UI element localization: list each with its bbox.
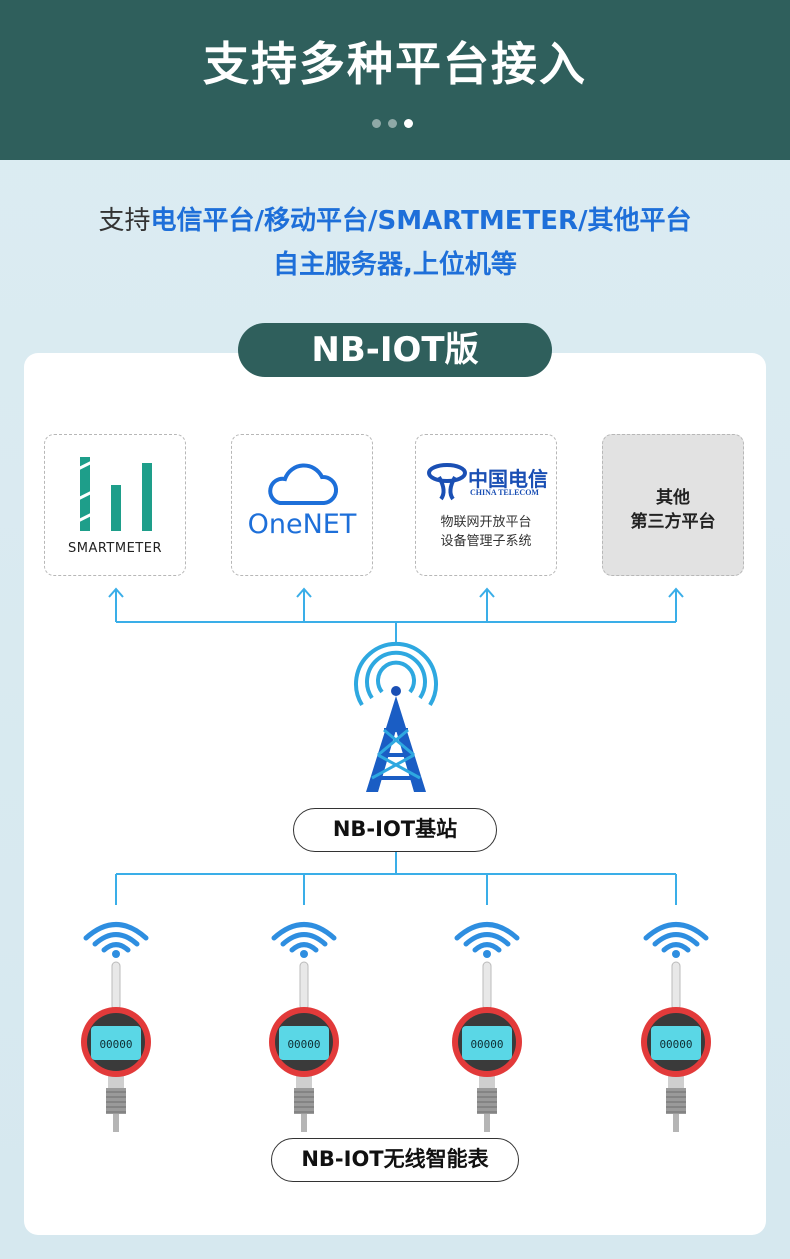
- china-telecom-desc-1: 物联网开放平台: [440, 515, 532, 530]
- cloud-icon: [268, 463, 338, 505]
- platform-other: 其他 第三方平台: [602, 434, 744, 576]
- pressure-gauge-icon: 00000: [641, 961, 711, 1132]
- platform-smartmeter-label: SMARTMETER: [67, 541, 162, 556]
- subtitle-line-1: 支持电信平台/移动平台/SMARTMETER/其他平台: [0, 200, 790, 237]
- pressure-gauge-icon: 00000: [269, 961, 339, 1132]
- header-banner: 支持多种平台接入: [0, 0, 790, 160]
- platform-other-line-1: 其他: [656, 488, 690, 508]
- pager-dot[interactable]: [388, 119, 397, 128]
- pager-dot-active[interactable]: [404, 119, 413, 128]
- pager-dot[interactable]: [372, 119, 381, 128]
- china-telecom-desc-2: 设备管理子系统: [440, 534, 532, 549]
- meter-display-value: 00000: [659, 1038, 692, 1051]
- subtitle-line-2: 自主服务器,上位机等: [273, 250, 517, 280]
- meter-display-value: 00000: [470, 1038, 503, 1051]
- meter-display-value: 00000: [99, 1038, 132, 1051]
- wifi-signal-icon: [643, 922, 709, 958]
- uplink-lines: [108, 587, 684, 645]
- downlink-lines: [115, 852, 677, 905]
- pager-dots[interactable]: [372, 119, 413, 128]
- smartmeter-logo-icon: [77, 457, 152, 531]
- subtitle-prefix: 支持: [98, 206, 151, 236]
- wifi-signal-icon: [83, 922, 149, 958]
- china-telecom-name-cn: 中国电信: [468, 467, 548, 491]
- page-title: 支持多种平台接入: [203, 37, 587, 91]
- platform-other-line-2: 第三方平台: [630, 512, 716, 532]
- pressure-gauge-icon: 00000: [81, 961, 151, 1132]
- platform-china-telecom: 中国电信 CHINA TELECOM 物联网开放平台 设备管理子系统: [415, 434, 557, 576]
- subtitle-platform-list: 电信平台/移动平台/SMARTMETER/其他平台: [150, 206, 692, 236]
- china-telecom-name-en: CHINA TELECOM: [470, 488, 539, 497]
- base-station-label: NB-IOT基站: [293, 808, 497, 852]
- pressure-gauge-icon: 00000: [452, 961, 522, 1132]
- section-badge: NB-IOT版: [238, 323, 552, 377]
- platform-smartmeter: SMARTMETER: [44, 434, 186, 576]
- wifi-signal-icon: [271, 922, 337, 958]
- china-telecom-logo-icon: [427, 463, 467, 501]
- wifi-signal-icon: [454, 922, 520, 958]
- signal-tower-icon: [354, 642, 438, 792]
- platform-onenet: OneNET: [231, 434, 373, 576]
- platform-onenet-label: OneNET: [247, 509, 357, 540]
- meter-display-value: 00000: [287, 1038, 320, 1051]
- smart-meter-label: NB-IOT无线智能表: [271, 1138, 519, 1182]
